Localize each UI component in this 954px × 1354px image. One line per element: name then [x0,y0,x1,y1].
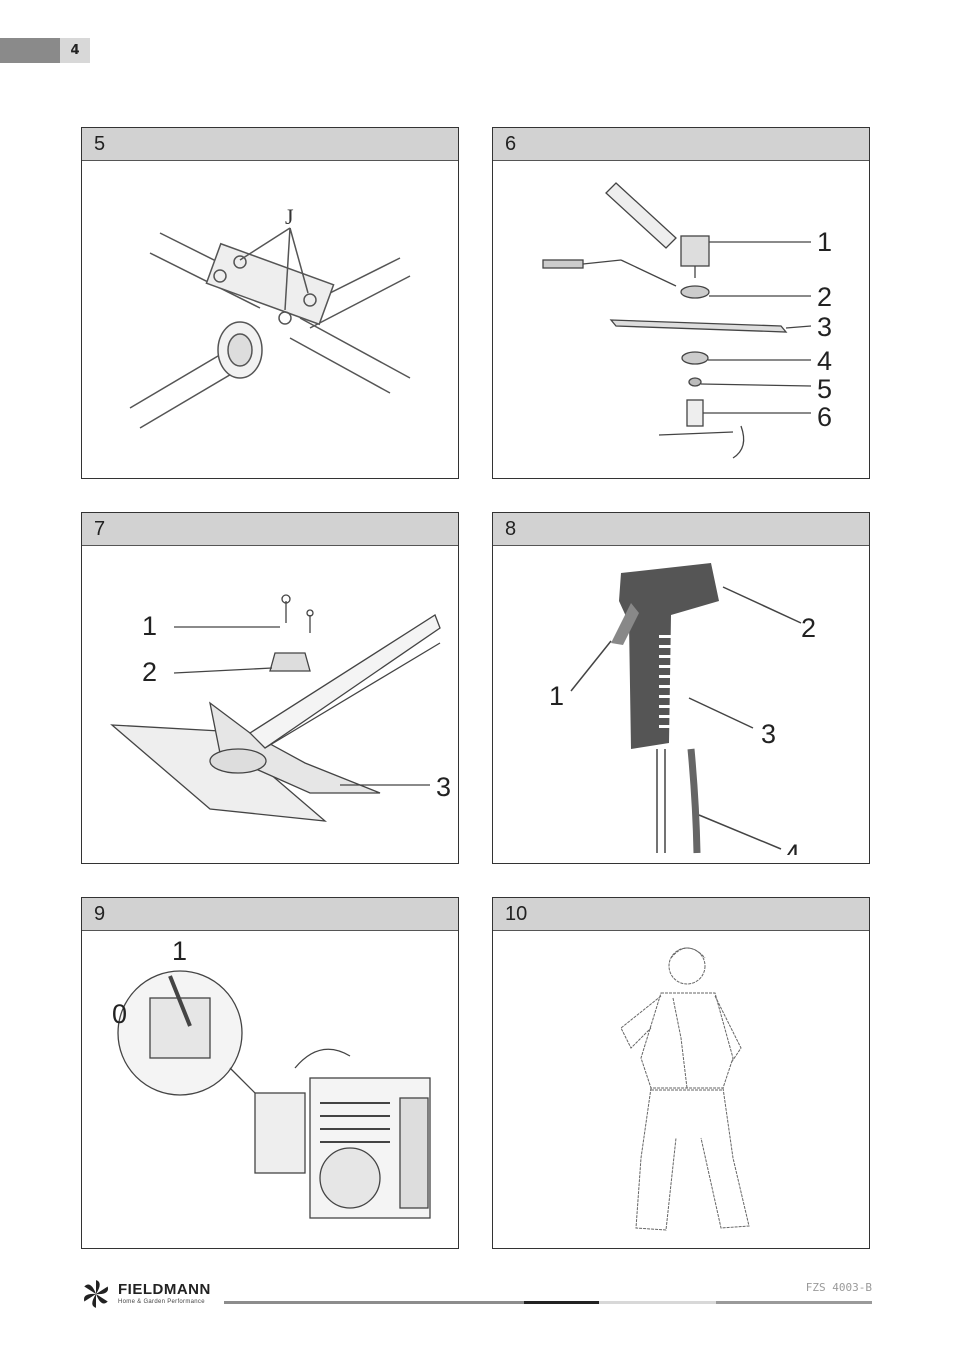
figure-panel-9: 9 1 0 [81,897,459,1249]
blade-guard-illustration: 1 2 3 [90,553,451,855]
model-number: FZS 4003-B [805,1281,872,1294]
fieldmann-logo-icon [83,1280,109,1308]
panel-title: 5 [82,128,458,161]
panel-title: 9 [82,898,458,931]
label-j: J [285,204,294,229]
panel-title: 7 [82,513,458,546]
brand-tagline: Home & Garden Performance [118,1299,205,1305]
panel-title: 8 [493,513,869,546]
page-number: 4 [60,38,90,63]
protective-clothing-illustration [501,938,861,1240]
blade-assembly-illustration: 1 2 3 4 5 6 [501,168,861,470]
callout-4: 4 [817,346,832,376]
footer-rule-segment [524,1301,599,1304]
footer-rule-segment [224,1301,524,1304]
page-tab-marker [0,38,60,63]
footer-rule-segment [599,1301,716,1304]
callout-1: 1 [817,227,832,257]
callout-6: 6 [817,402,832,432]
callout-1: 1 [549,681,564,711]
callout-2: 2 [817,282,832,312]
engine-choke-illustration: 1 0 [90,936,450,1240]
figure-panel-10: 10 [492,897,870,1249]
callout-3: 3 [436,772,450,802]
callout-3: 3 [761,719,776,749]
callout-5: 5 [817,374,832,404]
figure-panel-8: 8 [492,512,870,869]
callout-4: 4 [785,839,800,855]
callout-0: 0 [112,999,127,1029]
figure-panel-5: 5 J [81,127,459,479]
brand-name: FIELDMANN [118,1281,211,1298]
handle-clamp-illustration: J [90,168,450,470]
callout-1: 1 [142,611,157,641]
panel-title: 10 [493,898,869,931]
footer-rule-segment [716,1301,872,1304]
callout-3: 3 [817,312,832,342]
throttle-handle-illustration: 1 2 3 4 [501,553,861,869]
callout-2: 2 [801,613,816,643]
panel-title: 6 [493,128,869,161]
callout-1: 1 [172,938,187,966]
figure-panel-7: 7 1 2 3 [81,512,459,864]
figure-panel-6: 6 [492,127,870,479]
callout-2: 2 [142,657,157,687]
